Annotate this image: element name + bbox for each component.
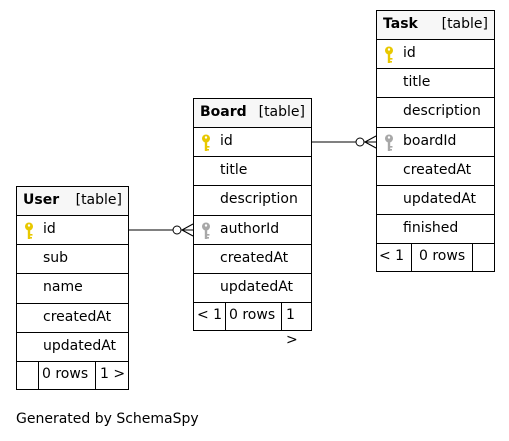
primary-key-icon [384,46,394,64]
footer-right [472,244,494,272]
column-row: createdAt [17,304,128,333]
column-name: createdAt [403,161,472,178]
row-count: 0 rows [38,361,95,389]
column-row: name [17,274,128,304]
table-kind: [table] [441,16,488,32]
column-row: updatedAt [194,274,311,304]
column-row: id [17,216,128,246]
table-footer: < 1 0 rows 1 > [194,303,311,348]
column-name: title [220,162,248,179]
row-count: 0 rows [411,244,472,272]
column-row: title [194,157,311,187]
column-name: updatedAt [403,190,477,207]
board-table[interactable]: Board [table] id title description authorId… [193,98,312,348]
table-name: Board [200,104,247,120]
footer-right: 1 > [281,303,311,348]
column-name: title [403,74,431,91]
table-header: Task [table] [377,11,494,40]
column-row: sub [17,245,128,275]
column-name: finished [403,220,459,237]
footer-left [17,362,38,389]
row-count: 0 rows [225,303,282,331]
column-list: id title description authorId createdAt updat… [194,128,311,304]
column-name: boardId [403,132,457,149]
column-name: authorId [220,220,280,237]
column-row: updatedAt [377,186,494,216]
generator-credit: Generated by SchemaSpy [16,411,199,427]
primary-key-icon [24,222,34,240]
table-footer: 0 rows 1 > [17,361,128,389]
column-name: id [220,133,233,149]
column-list: id sub name createdAt updatedAt [17,216,128,362]
column-name: description [403,103,481,120]
column-name: updatedAt [43,337,117,354]
column-name: id [403,45,416,61]
column-row: authorId [194,216,311,245]
table-name: User [23,192,60,208]
board-task-relation [311,135,377,149]
column-row: createdAt [194,245,311,274]
primary-key-icon [201,134,211,152]
table-kind: [table] [258,104,305,120]
table-header: Board [table] [194,99,311,128]
column-name: createdAt [220,249,289,266]
column-row: description [194,186,311,216]
column-row: boardId [377,128,494,157]
column-row: title [377,69,494,99]
column-row: finished [377,215,494,245]
foreign-key-icon [201,222,211,240]
column-name: name [43,279,83,296]
user-board-relation [128,223,194,237]
footer-left: < 1 [379,248,405,265]
user-table[interactable]: User [table] id sub name createdAt updatedAt… [16,186,129,390]
column-row: id [194,128,311,158]
column-row: id [377,40,494,70]
table-header: User [table] [17,187,128,216]
column-name: createdAt [43,308,112,325]
foreign-key-icon [384,134,394,152]
column-list: id title description boardId createdAt update… [377,40,494,245]
column-name: id [43,221,56,237]
column-name: updatedAt [220,278,294,295]
column-name: description [220,191,298,208]
table-footer: < 1 0 rows [377,244,494,272]
column-row: createdAt [377,157,494,186]
footer-left: < 1 [197,307,223,324]
table-kind: [table] [75,192,122,208]
task-table[interactable]: Task [table] id title description boardId cr… [376,10,495,273]
column-name: sub [43,250,69,267]
table-name: Task [383,16,418,32]
column-row: updatedAt [17,333,128,362]
column-row: description [377,98,494,128]
footer-right: 1 > [95,361,128,389]
